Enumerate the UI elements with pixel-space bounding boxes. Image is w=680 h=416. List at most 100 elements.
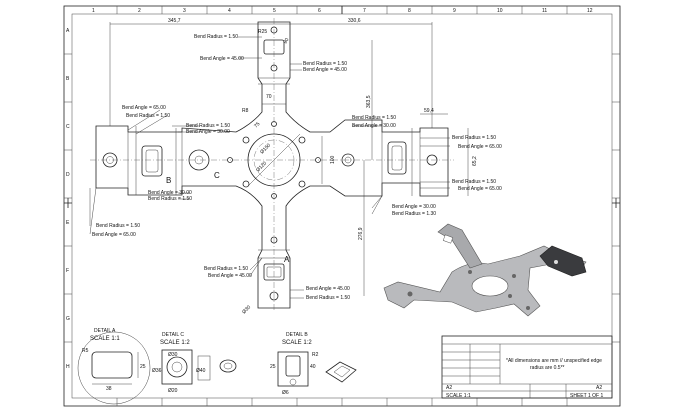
iso-hole (554, 260, 558, 264)
title-size: A2 (446, 385, 452, 391)
title-note-2: radius are 0.5** (530, 365, 565, 371)
bend-note: Bend Angle = 45.00 (200, 56, 244, 62)
dim-center-r: R8 (242, 108, 249, 114)
detail-a-dim: R5 (82, 348, 89, 354)
bend-note: Bend Angle = 65.00 (458, 186, 502, 192)
detail-a (77, 331, 151, 405)
bend-note-leaders (89, 36, 450, 299)
dim-center-dia2: Ø120 (255, 160, 268, 173)
bend-note: Bend Angle = 65.00 (122, 105, 166, 111)
zone-label: D (66, 172, 70, 178)
dim-mid-75: 75 (253, 121, 261, 129)
iso-tab-right (539, 245, 587, 277)
bolt-hole (242, 136, 250, 144)
iso-center-hole (471, 275, 509, 297)
zone-label: C (66, 124, 70, 130)
zone-label: 11 (542, 8, 547, 14)
hole-bottom (269, 291, 279, 301)
zone-label: A (66, 28, 70, 34)
bend-note: Bend Angle = 30.00 (186, 129, 230, 135)
detail-c-scale: SCALE 1:2 (160, 340, 190, 346)
bend-note: Bend Radius = 1.30 (392, 211, 436, 217)
part-outline (95, 21, 449, 309)
detail-b-title: DETAIL B (286, 332, 308, 338)
bend-note: Bend Angle = 30.00 (392, 204, 436, 210)
dim-top-width: 70 (266, 94, 272, 100)
bend-note: Bend Radius = 1.50 (452, 179, 496, 185)
bend-note: Bend Radius = 1.50 (194, 34, 238, 40)
zone-label: 5 (273, 8, 276, 14)
title-sheet: SHEET 1 OF 1 (570, 393, 603, 399)
detail-b-scale: SCALE 1:2 (282, 340, 312, 346)
iso-arm-up (437, 223, 483, 269)
detail-c-iso (219, 359, 237, 373)
dim-center-dia: Ø150 (259, 142, 272, 155)
iso-hole (407, 291, 413, 297)
bend-note: Bend Angle = 65.00 (458, 144, 502, 150)
zone-label: 9 (453, 8, 456, 14)
zone-label: E (66, 220, 70, 226)
centering-mark-left (64, 198, 72, 208)
zone-label: 10 (497, 8, 503, 14)
detail-c-body (161, 349, 193, 385)
dim-overall-left: 345,7 (168, 18, 181, 24)
bend-note: Bend Radius = 1.50 (306, 295, 350, 301)
zone-label: 1 (92, 8, 95, 14)
dim-vertical-upper: 363,5 (366, 95, 372, 108)
detail-c-dim: Ø36 (152, 368, 162, 374)
dim-bottom-dia: Ø30 (241, 304, 252, 315)
title-note-1: *All dimensions are mm // unspecified ed… (506, 358, 602, 364)
detail-b-dim: 25 (270, 364, 276, 370)
bend-note: Bend Radius = 1.50 (352, 115, 396, 121)
bolt-hole (298, 180, 306, 188)
dim-top-r: R25 (258, 29, 267, 35)
zone-label: 2 (138, 8, 141, 14)
slot-left (141, 145, 163, 177)
detail-b-dim: Ø6 (282, 390, 289, 396)
detail-c-iso-inner (223, 362, 233, 370)
bolt-hole (242, 180, 250, 188)
dimension-lines (109, 22, 469, 296)
iso-hole (512, 274, 516, 278)
zone-label: 7 (363, 8, 366, 14)
zone-label: 6 (318, 8, 321, 14)
zone-label: 3 (183, 8, 186, 14)
bend-note: Bend Radius = 1.50 (303, 61, 347, 67)
bend-note: Bend Radius = 1.50 (186, 123, 230, 129)
iso-slot (442, 234, 454, 244)
detail-b (277, 351, 357, 387)
zone-label: F (66, 268, 69, 274)
dim-vertical-lower: 276,9 (358, 227, 364, 240)
zone-ticks (64, 6, 620, 406)
isometric-part-view (383, 223, 587, 317)
callout-c: C (214, 171, 220, 180)
detail-a-slot (91, 351, 133, 379)
bend-note: Bend Angle = 45.00 (208, 273, 252, 279)
detail-c-title: DETAIL C (162, 332, 184, 338)
bend-note: Bend Radius = 1.50 (96, 223, 140, 229)
slot-right (387, 141, 407, 175)
detail-a-title: DETAIL A (94, 328, 116, 334)
zone-labels: 1 2 3 4 5 6 7 8 9 10 11 12 A B C D E F G… (66, 8, 593, 370)
bend-note: Bend Radius = 1.50 (452, 135, 496, 141)
dim-small-100: 100 (330, 155, 336, 164)
detail-b-dim: R2 (312, 352, 319, 358)
bend-note: Bend Radius = 1.50 (126, 113, 170, 119)
title-scale: SCALE 1:1 (446, 393, 471, 399)
dim-overall-right: 330,6 (348, 18, 361, 24)
zone-label: B (66, 76, 70, 82)
zone-label: 4 (228, 8, 231, 14)
dim-top-90: 90 (283, 37, 291, 45)
iso-hole (468, 270, 472, 274)
detail-c-section (197, 355, 211, 381)
slot-right-inner (391, 145, 403, 171)
detail-c (161, 349, 237, 385)
detail-c-dim: Ø40 (196, 368, 206, 374)
title-block-frame (441, 335, 613, 399)
detail-a-dim: 25 (140, 364, 146, 370)
bend-note: Bend Angle = 30.00 (148, 190, 192, 196)
bend-note: Bend Radius = 1.50 (204, 266, 248, 272)
detail-a-boundary (77, 331, 151, 405)
bend-note: Bend Angle = 45.00 (306, 286, 350, 292)
